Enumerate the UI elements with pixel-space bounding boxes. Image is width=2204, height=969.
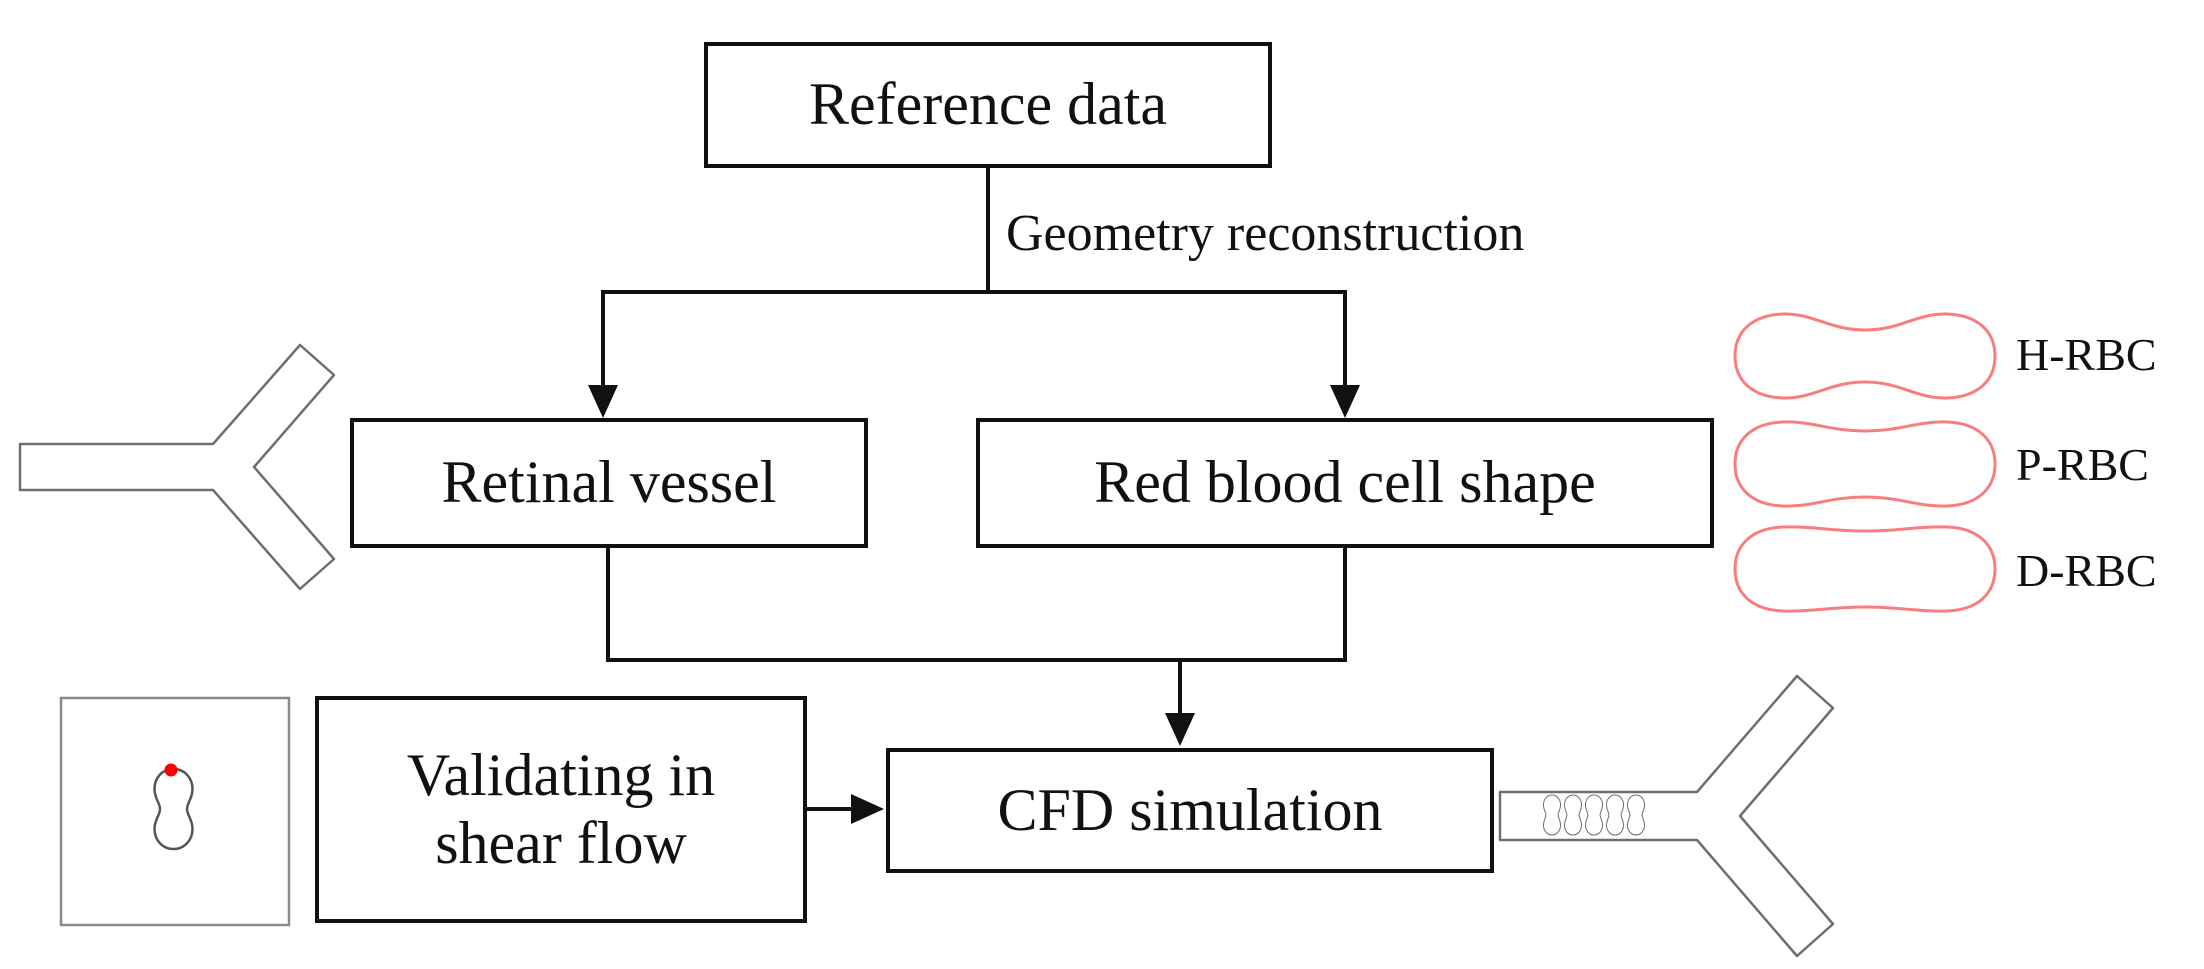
- shear-flow-cell: [153, 767, 194, 851]
- arrowhead-to-retinal-vessel-icon: [588, 385, 618, 418]
- simulation-vessel-outline: [1498, 674, 1835, 958]
- cfd-simulation-label: CFD simulation: [997, 776, 1383, 843]
- retinal-vessel-box: Retinal vessel: [350, 418, 868, 548]
- validating-line-1: Validating in: [406, 742, 716, 809]
- simulation-cells-group: [1542, 794, 1646, 836]
- simulation-vessel-illustration: [1498, 674, 1835, 958]
- reference-data-box: Reference data: [704, 42, 1272, 168]
- connector-merge-bar: [606, 546, 1347, 662]
- validating-line-2: shear flow: [435, 809, 687, 876]
- p-rbc-label: P-RBC: [2016, 439, 2149, 490]
- h-rbc-shape: [1733, 312, 1997, 400]
- arrowhead-to-rbc-shape-icon: [1330, 385, 1360, 418]
- d-rbc-label: D-RBC: [2016, 545, 2157, 596]
- retinal-vessel-bifurcation-illustration: [18, 343, 336, 591]
- membrane-marker-dot: [164, 763, 178, 777]
- arrowhead-to-cfd-icon: [1165, 713, 1195, 746]
- shear-flow-domain-border: [59, 696, 291, 927]
- p-rbc-shape: [1733, 420, 1997, 508]
- arrowhead-validating-to-cfd-icon: [851, 794, 884, 824]
- cfd-simulation-box: CFD simulation: [886, 748, 1494, 873]
- red-blood-cell-shape-box: Red blood cell shape: [976, 418, 1714, 548]
- d-rbc-shape: [1733, 525, 1997, 613]
- validating-shear-flow-box: Validating in shear flow: [315, 696, 807, 923]
- h-rbc-label: H-RBC: [2016, 329, 2157, 380]
- reference-data-label: Reference data: [808, 71, 1168, 138]
- retinal-vessel-label: Retinal vessel: [441, 449, 777, 516]
- shear-flow-domain-illustration: [59, 696, 291, 927]
- geometry-reconstruction-label: Geometry reconstruction: [1006, 205, 1525, 262]
- connector-split-bar: [601, 290, 1347, 390]
- red-blood-cell-shape-label: Red blood cell shape: [1094, 449, 1596, 516]
